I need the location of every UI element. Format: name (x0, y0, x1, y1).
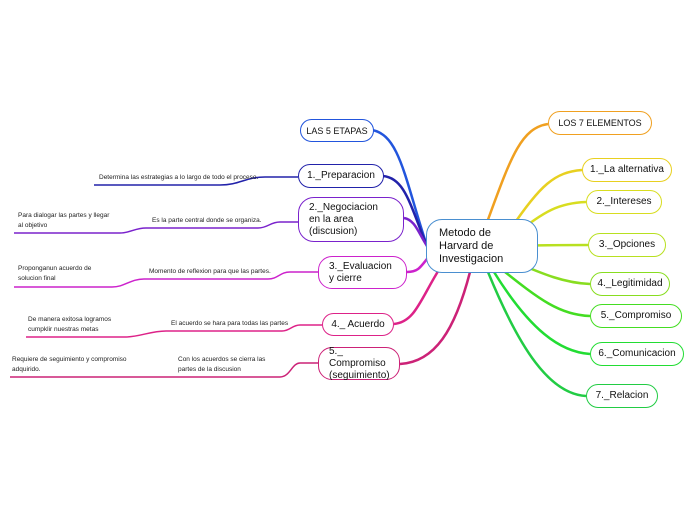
branch-las-5-etapas[interactable]: LAS 5 ETAPAS (300, 119, 374, 142)
connector-elemento-6 (492, 271, 591, 356)
elemento-compromiso[interactable]: 5._Compromiso (590, 304, 682, 328)
connector-etapa-5 (399, 271, 472, 366)
elemento-comunicacion[interactable]: 6._Comunicacion (590, 342, 684, 366)
etapa-preparacion[interactable]: 1._Preparacion (298, 164, 384, 188)
elemento-intereses[interactable]: 2._Intereses (586, 190, 662, 214)
elemento-opciones[interactable]: 3._Opciones (588, 233, 666, 257)
underline-subnote-4 (26, 330, 167, 338)
connector-los-7-elementos (484, 122, 549, 226)
elemento-legitimidad[interactable]: 4._Legitimidad (590, 272, 670, 296)
note-evaluacion: Momento de reflexion para que las partes… (149, 268, 271, 275)
connector-etapa-2 (403, 216, 429, 247)
underline-note-2 (146, 221, 298, 229)
connector-elemento-5 (499, 267, 591, 318)
underline-subnote-2 (14, 227, 147, 234)
underline-note-5 (174, 362, 318, 378)
underline-note-4 (166, 324, 322, 332)
subnote-acuerdo: De manera exitosa logramos cumpklir nues… (28, 316, 112, 333)
etapa-evaluacion[interactable]: 3._Evaluacion y cierre (318, 256, 407, 289)
etapa-compromiso[interactable]: 5._ Compromiso (seguimiento) (318, 346, 400, 381)
note-preparacion: Determina las estrategias a lo largo de … (99, 174, 259, 181)
note-compromiso: Con los acuerdos se cierra las partes de… (178, 356, 266, 373)
connector-etapa-1 (382, 174, 429, 247)
elemento-alternativa[interactable]: 1._La alternativa (582, 158, 672, 182)
underline-subnote-3 (14, 278, 145, 288)
underline-note-3 (144, 271, 318, 280)
central-topic[interactable]: Metodo de Harvard de Investigacion (426, 219, 538, 273)
elemento-relacion[interactable]: 7._Relacion (586, 384, 658, 408)
branch-los-7-elementos[interactable]: LOS 7 ELEMENTOS (548, 111, 652, 135)
connector-elemento-7 (486, 271, 587, 398)
note-acuerdo: El acuerdo se hara para todas las partes (171, 320, 289, 327)
connector-las-5-etapas (371, 128, 429, 247)
subnote-negociacion: Para dialogar las partes y llegar al obj… (18, 212, 110, 229)
etapa-acuerdo[interactable]: 4._ Acuerdo (322, 313, 394, 336)
note-negociacion: Es la parte central donde se organiza. (152, 217, 262, 224)
subnote-evaluacion: Proponganun acuerdo de solucion final (18, 265, 92, 282)
connector-elemento-1 (508, 168, 583, 231)
connector-etapa-4 (393, 267, 442, 326)
etapa-negociacion[interactable]: 2._Negociacion en la area (discusion) (298, 197, 404, 242)
underline-note-1 (94, 176, 298, 186)
subnote-compromiso: Requiere de seguimiento y compromiso adq… (12, 356, 127, 373)
